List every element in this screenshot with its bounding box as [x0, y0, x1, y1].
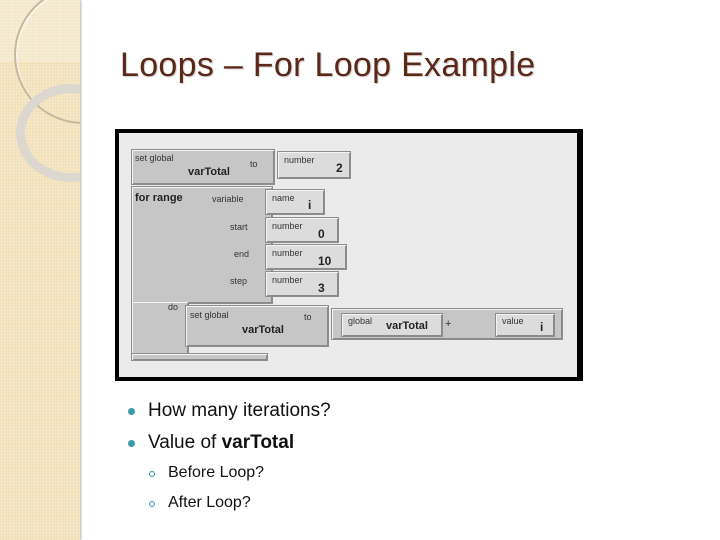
value-block: value i — [495, 313, 555, 337]
for-range-do-arm: do — [131, 302, 189, 359]
bullet-dot-icon — [128, 408, 135, 415]
decorative-ring-small — [16, 84, 80, 182]
name-label: name — [272, 193, 295, 203]
bullet-text: Value of — [148, 432, 222, 453]
step-label: step — [230, 276, 248, 286]
step-number-block: number 3 — [265, 271, 339, 297]
number-label: number — [272, 221, 303, 231]
sub-bullet-circle-icon — [149, 471, 155, 477]
bullet-bold-text: varTotal — [221, 432, 295, 453]
name-block: name i — [265, 189, 325, 215]
name-value: i — [308, 198, 312, 212]
sub-bullet-text: Before Loop? — [168, 464, 265, 481]
for-range-label: for range — [135, 192, 183, 204]
number-label: number — [284, 155, 315, 165]
step-value: 3 — [318, 281, 325, 295]
blocks-image-frame: set global varTotal to number 2 for rang… — [115, 129, 583, 381]
sub-bullet-circle-icon — [149, 501, 155, 507]
block-var: varTotal — [188, 166, 230, 178]
start-number-block: number 0 — [265, 217, 339, 243]
for-range-block: for range variable start end step — [131, 186, 273, 304]
value-label: value — [502, 316, 524, 326]
sub-bullet-item: After Loop? — [128, 494, 331, 524]
start-value: 0 — [318, 227, 325, 241]
decorative-sidebar — [0, 0, 80, 540]
do-label: do — [168, 302, 179, 312]
global-label: global — [348, 316, 373, 326]
bullet-item: Value of varTotal — [128, 432, 331, 464]
slide-title: Loops – For Loop Example — [120, 46, 536, 84]
inner-set-global-block: set global varTotal to — [185, 305, 329, 347]
end-label: end — [234, 249, 250, 259]
end-value: 10 — [318, 254, 332, 268]
block-to-label: to — [250, 159, 258, 169]
global-var: varTotal — [386, 320, 428, 332]
variable-label: variable — [212, 194, 244, 204]
for-range-bottom — [131, 353, 268, 361]
block-to-label: to — [304, 312, 312, 322]
number-label: number — [272, 248, 303, 258]
bullet-item: How many iterations? — [128, 400, 331, 432]
bullet-dot-icon — [128, 440, 135, 447]
blocks-canvas: set global varTotal to number 2 for rang… — [119, 133, 577, 377]
block-label: set global — [135, 153, 174, 163]
end-number-block: number 10 — [265, 244, 347, 270]
number-value: 2 — [336, 161, 343, 175]
bullet-list: How many iterations? Value of varTotal B… — [128, 400, 331, 524]
number-block-2: number 2 — [277, 151, 351, 179]
bullet-text: How many iterations? — [148, 400, 331, 421]
block-label: set global — [190, 310, 229, 320]
block-var: varTotal — [242, 324, 284, 336]
plus-operator: + — [445, 318, 452, 330]
global-var-block: global varTotal — [341, 313, 443, 337]
start-label: start — [230, 222, 248, 232]
set-global-block: set global varTotal to — [131, 149, 275, 185]
sub-bullet-item: Before Loop? — [128, 464, 331, 494]
number-label: number — [272, 275, 303, 285]
sub-bullet-text: After Loop? — [168, 494, 251, 511]
value-var: i — [540, 320, 544, 334]
